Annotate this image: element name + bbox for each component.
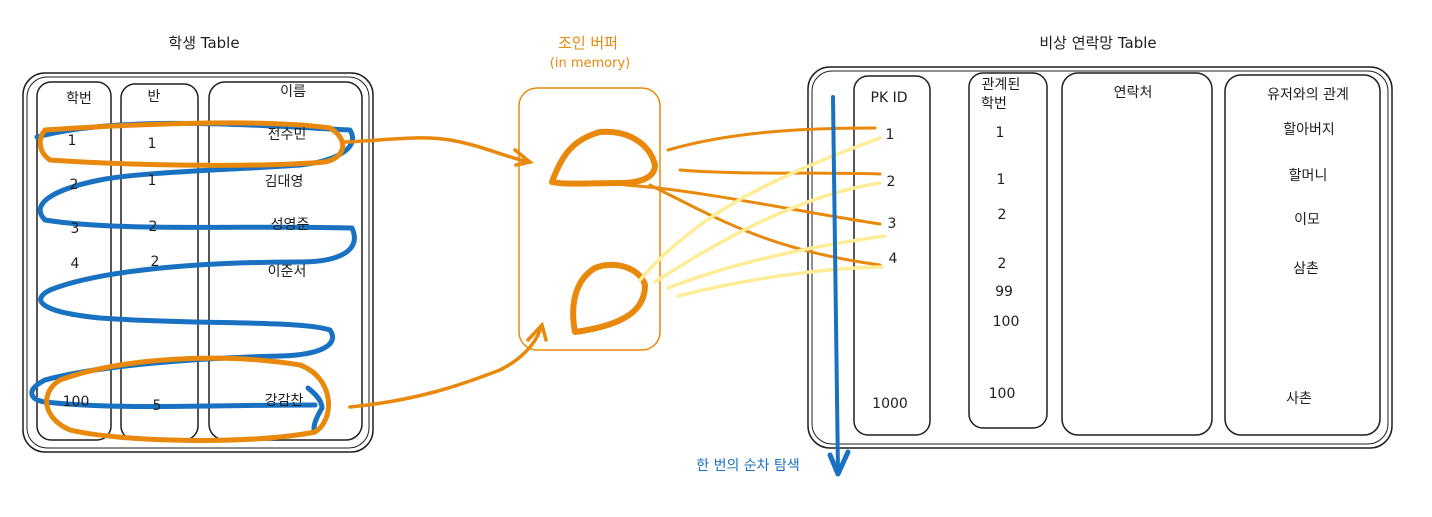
contact-row-3-related: 2 [997,207,1007,223]
student-col-class [120,83,199,441]
join-buffer-box [518,87,661,351]
contact-row-1-related: 1 [995,125,1005,141]
student-row-5-id: 100 [62,394,90,410]
join-line-2 [678,168,882,176]
contact-row-4-relation: 삼촌 [1293,261,1319,277]
contact-col-contact [1061,72,1213,436]
student-row-2-class: 1 [147,173,157,189]
contact-row-7-pk: 1000 [872,396,908,412]
contact-row-2-pk: 2 [886,174,896,190]
contact-row-1-relation: 할아버지 [1283,122,1335,138]
contact-row-7-related: 100 [988,386,1016,402]
contact-header-contact: 연락처 [1113,85,1153,101]
student-row-5-class: 5 [152,398,162,414]
student-row-1-class: 1 [147,136,157,152]
student-table-frame [22,72,374,453]
student-header-class: 반 [147,89,161,105]
student-row-3-name: 성영준 [270,217,310,233]
join-buffer-title: 조인 버퍼 [558,34,618,52]
student-row-5-name: 강감찬 [264,393,304,409]
contact-col-pk [853,75,931,436]
student-row-4-class: 2 [150,254,160,270]
contact-row-3-pk: 3 [887,216,897,232]
contact-header-related-line1: 관계된 [981,77,1021,93]
contact-row-2-relation: 할머니 [1288,168,1328,184]
student-row-4-id: 4 [70,256,80,272]
contact-row-7-relation: 사촌 [1286,391,1312,407]
student-col-id [36,81,112,441]
contact-header-related-line2: 학번 [981,96,1007,112]
student-row-4-name: 이준서 [267,264,307,280]
contact-row-5-related: 99 [995,284,1013,300]
contact-row-2-related: 1 [996,172,1006,188]
highlight-row-1 [37,120,345,168]
arrow-row1-to-buffer [343,136,530,164]
contact-row-6-related: 100 [992,314,1020,330]
contact-table-title: 비상 연락망 Table [1039,34,1157,52]
student-row-2-id: 2 [69,177,79,193]
buffer-record-1 [549,128,658,187]
yellow-line-1 [638,136,882,282]
yellow-line-4 [676,265,884,298]
student-row-1-id: 1 [67,133,77,149]
sequential-scan-label: 한 번의 순차 탐색 [696,458,800,474]
student-row-1-name: 전수민 [267,127,307,143]
student-header-id: 학번 [66,91,92,107]
arrow-row100-to-buffer [348,328,542,409]
student-header-name: 이름 [280,84,306,100]
contact-scan-arrowhead [827,449,851,477]
contact-row-4-related: 2 [997,256,1007,272]
arrow-row1-head [513,148,534,167]
student-row-3-id: 3 [70,221,80,237]
contact-row-4-pk: 4 [888,251,898,267]
student-row-3-class: 2 [148,219,158,235]
contact-row-3-relation: 이모 [1294,212,1320,228]
buffer-record-2 [570,261,648,335]
student-row-2-name: 김대영 [264,174,304,190]
student-scan-arrowhead [305,385,325,435]
yellow-line-2 [653,181,882,284]
contact-col-relation [1224,74,1381,436]
join-line-1 [666,126,877,152]
join-line-4 [648,183,882,267]
contact-table-frame [807,66,1393,449]
contact-scan-line [831,95,840,474]
contact-header-pk: PK ID [870,90,908,106]
arrow-row100-head [526,321,548,342]
contact-row-1-pk: 1 [885,127,895,143]
contact-header-relation: 유저와의 관계 [1267,87,1349,103]
highlight-row-100 [44,355,331,443]
yellow-line-3 [666,234,887,290]
join-buffer-subtitle: (in memory) [549,56,631,71]
student-table-title: 학생 Table [168,34,240,52]
contact-col-related [968,72,1048,429]
student-col-name [208,81,363,441]
